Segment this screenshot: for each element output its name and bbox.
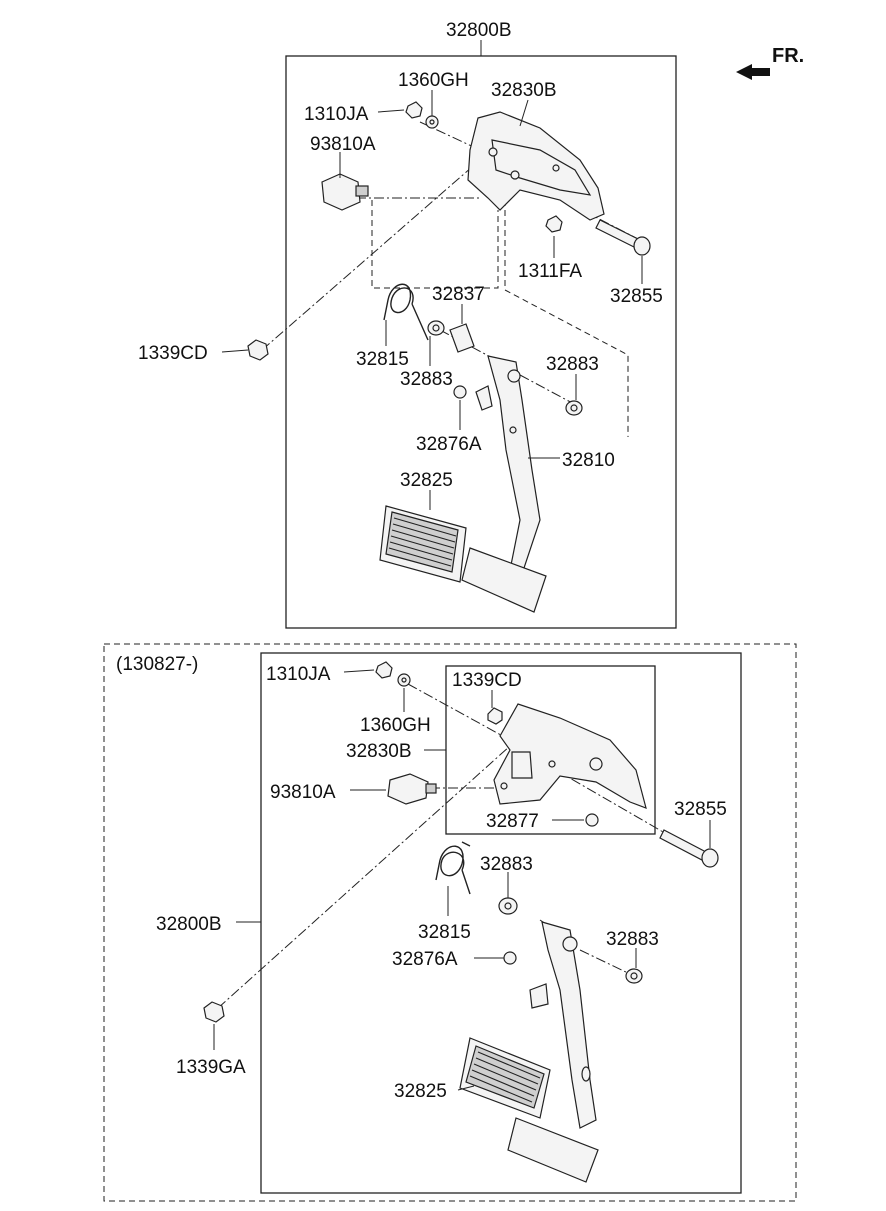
- bottom-date-code: (130827-): [116, 654, 198, 675]
- pedal-pad: [379, 505, 547, 613]
- bottom-assembly-frame: [260, 652, 742, 1194]
- front-direction-label: FR.: [772, 45, 804, 67]
- return-spring: [383, 283, 429, 341]
- label-32883-left-bottom: 32883: [480, 854, 533, 875]
- label-93810A: 93810A: [310, 134, 376, 155]
- nut-1311FA: [545, 215, 563, 233]
- pivot-bolt: [595, 219, 651, 256]
- bottom-outer-frame: [103, 643, 797, 1202]
- label-32815: 32815: [356, 349, 409, 370]
- pedal-bracket: [467, 111, 605, 221]
- label-32825: 32825: [400, 470, 453, 491]
- pedal-bracket-bottom: [493, 703, 647, 809]
- label-32883-right: 32883: [546, 354, 599, 375]
- return-spring-bottom: [435, 841, 471, 895]
- nut-1339CD: [247, 339, 269, 361]
- label-32830B: 32830B: [491, 80, 557, 101]
- nut-1339CD-bottom: [487, 707, 503, 725]
- nut-1310JA: [405, 101, 423, 119]
- stopper-32876A-bottom: [503, 951, 517, 965]
- top-assembly-frame: [285, 55, 677, 629]
- bushing-right: [565, 400, 583, 416]
- label-32883-right-bottom: 32883: [606, 929, 659, 950]
- stopper-32877: [585, 813, 599, 827]
- top-assembly: 32800B: [138, 20, 677, 629]
- bottom-assembly: (130827-): [103, 643, 797, 1202]
- label-1310JA-bottom: 1310JA: [266, 664, 331, 685]
- label-32815-bottom: 32815: [418, 922, 471, 943]
- pivot-bolt-bottom: [659, 829, 719, 868]
- bushing-left: [427, 320, 445, 336]
- collar-32837: [449, 323, 475, 353]
- label-93810A-bottom: 93810A: [270, 782, 336, 803]
- front-direction-indicator: FR.: [736, 45, 804, 80]
- bushing-right-bottom: [625, 968, 643, 984]
- label-32837: 32837: [432, 284, 485, 305]
- stopper-32876A: [453, 385, 467, 399]
- stop-lamp-switch-bottom: [387, 773, 437, 805]
- label-32877: 32877: [486, 811, 539, 832]
- pedal-pad-bottom: [459, 1037, 599, 1183]
- washer-1360GH: [425, 115, 439, 129]
- label-1360GH-bottom: 1360GH: [360, 715, 431, 736]
- label-32883-left: 32883: [400, 369, 453, 390]
- label-1339CD-bottom: 1339CD: [452, 670, 522, 691]
- label-1339CD: 1339CD: [138, 343, 208, 364]
- label-32830B-bottom: 32830B: [346, 741, 412, 762]
- top-assembly-title: 32800B: [446, 20, 512, 41]
- stop-lamp-switch: [321, 173, 369, 211]
- pedal-arm: [475, 355, 541, 581]
- front-direction-arrow-icon: [736, 64, 770, 80]
- label-32855-bottom: 32855: [674, 799, 727, 820]
- label-32855: 32855: [610, 286, 663, 307]
- bushing-left-bottom: [498, 897, 518, 915]
- label-32810: 32810: [562, 450, 615, 471]
- nut-1339GA: [203, 1001, 225, 1023]
- label-32876A: 32876A: [416, 434, 482, 455]
- label-1360GH: 1360GH: [398, 70, 469, 91]
- label-32825-bottom: 32825: [394, 1081, 447, 1102]
- nut-1310JA-bottom: [375, 661, 393, 679]
- label-1310JA: 1310JA: [304, 104, 369, 125]
- label-32800B-bottom: 32800B: [156, 914, 222, 935]
- washer-1360GH-bottom: [397, 673, 411, 687]
- pedal-arm-bottom: [529, 921, 597, 1129]
- label-32876A-bottom: 32876A: [392, 949, 458, 970]
- label-1311FA: 1311FA: [518, 261, 582, 282]
- label-1339GA: 1339GA: [176, 1057, 246, 1078]
